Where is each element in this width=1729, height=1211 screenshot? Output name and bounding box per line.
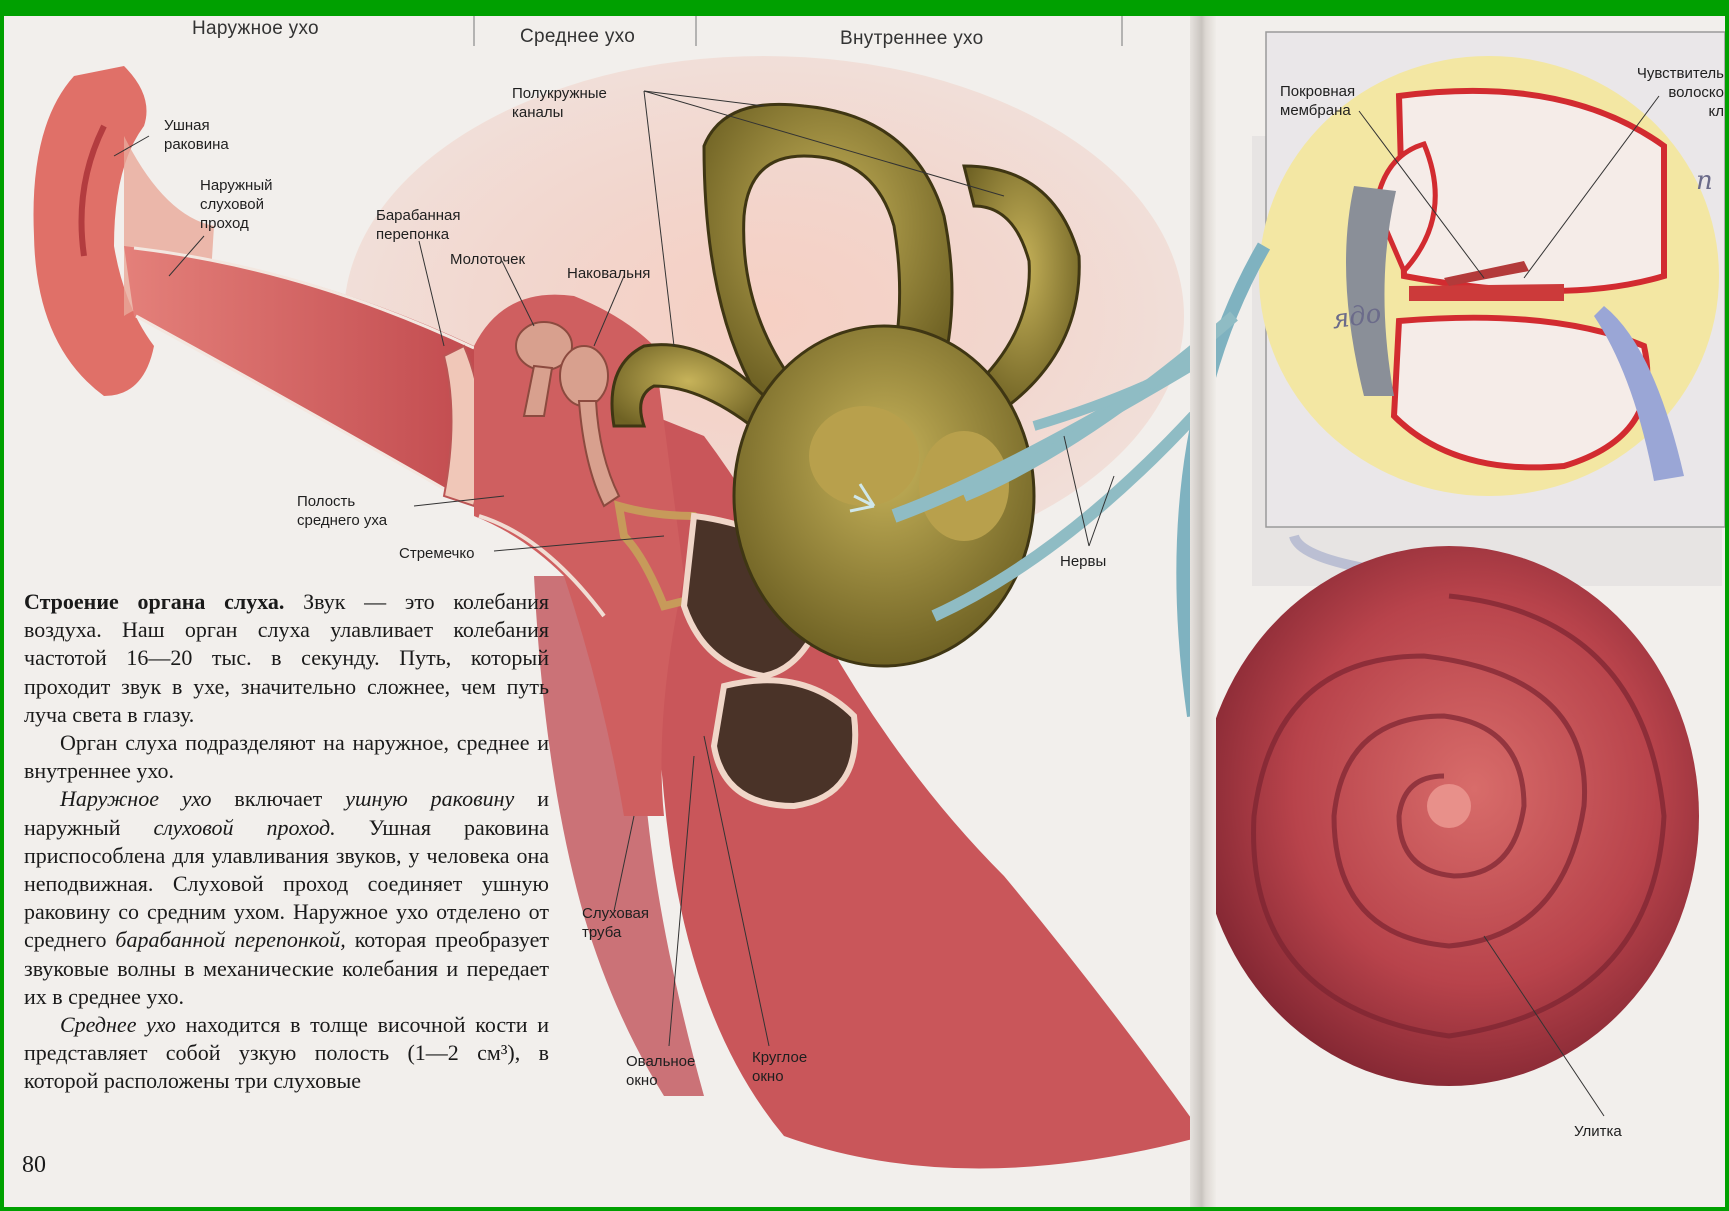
section-heading: Строение органа слуха. — [24, 589, 284, 614]
label-eardrum: Барабанная перепонка — [376, 206, 461, 244]
header-inner-ear: Внутреннее ухо — [840, 28, 983, 50]
label-pinna: Ушная раковина — [164, 116, 229, 154]
book-spine — [1190, 16, 1216, 1207]
label-tympanic-cavity: Полость среднего уха — [297, 492, 387, 530]
header-middle-ear: Среднее ухо — [520, 26, 635, 48]
label-stapes: Стремечко — [399, 544, 474, 563]
label-ear-canal: Наружный слуховой проход — [200, 176, 273, 233]
paragraph-2: Орган слуха подразделяют на наружное, ср… — [24, 729, 549, 785]
label-round-window: Круглое окно — [752, 1048, 807, 1086]
paragraph-1: Строение органа слуха. Звук — это колеба… — [24, 588, 549, 729]
label-malleus: Молоточек — [450, 250, 525, 269]
label-eustachian-tube: Слуховая труба — [582, 904, 649, 942]
label-cochlea: Улитка — [1574, 1122, 1622, 1141]
label-incus: Наковальня — [567, 264, 650, 283]
handwritten-note-2: п — [1696, 166, 1713, 196]
textbook-spread: Наружное ухо Среднее ухо Внутреннее ухо … — [4, 16, 1725, 1207]
label-semicircular-canals: Полукружные каналы — [512, 84, 607, 122]
label-hair-cells: Чувствитель волоско кл — [1624, 64, 1724, 121]
cochlea — [1199, 546, 1699, 1086]
page-number: 80 — [22, 1152, 46, 1179]
label-tectorial-membrane: Покровная мембрана — [1280, 82, 1355, 120]
paragraph-3: Наружное ухо включает ушную раковину и н… — [24, 785, 549, 1011]
label-nerves: Нервы — [1060, 552, 1106, 571]
header-outer-ear: Наружное ухо — [192, 18, 319, 40]
label-oval-window: Овальное окно — [626, 1052, 695, 1090]
body-text: Строение органа слуха. Звук — это колеба… — [24, 588, 549, 1096]
paragraph-4: Среднее ухо находится в толще височной к… — [24, 1011, 549, 1096]
